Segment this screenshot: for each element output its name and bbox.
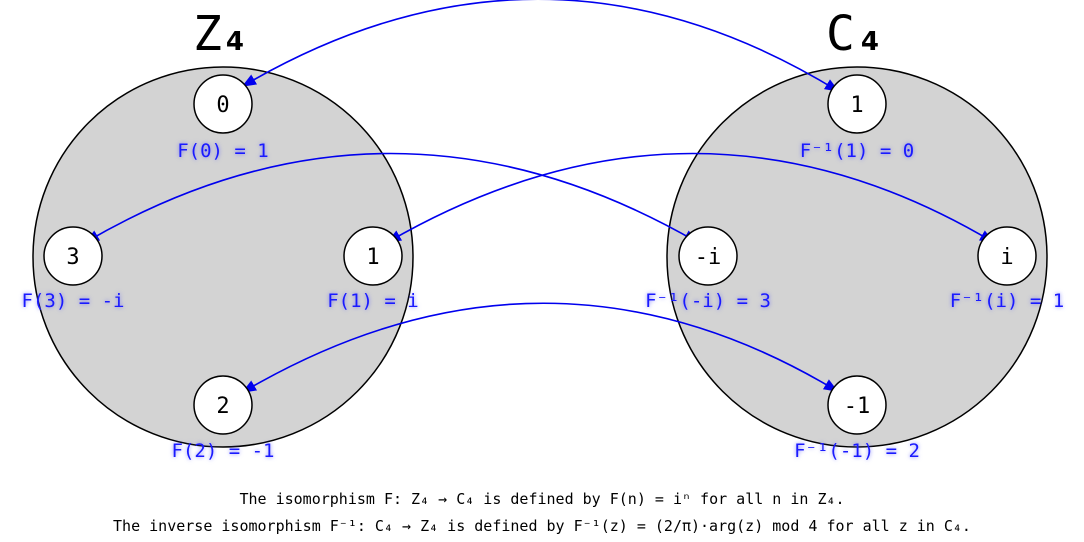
arrow-3-to-minus-i — [84, 152, 699, 243]
caption-line-2: The inverse isomorphism F⁻¹: C₄ → Z₄ is … — [113, 517, 971, 535]
label-f2: F(2) = -1 — [172, 440, 275, 462]
z4-element-3: 3 — [43, 226, 103, 286]
arrow-0-to-1 — [241, 0, 840, 92]
arrow-1-to-i — [386, 152, 995, 243]
svg-text:1: 1 — [850, 93, 863, 118]
label-finv-i: F⁻¹(i) = 1 — [950, 290, 1064, 312]
label-finv-minus-i: F⁻¹(-i) = 3 — [645, 290, 771, 312]
z4-element-2: 2 — [193, 375, 253, 435]
label-finv-minus-1: F⁻¹(-1) = 2 — [794, 440, 920, 462]
svg-text:i: i — [1000, 245, 1013, 270]
c4-element-i: i — [977, 226, 1037, 286]
svg-text:-i: -i — [695, 245, 722, 270]
label-f3: F(3) = -i — [22, 290, 125, 312]
z4-element-1: 1 — [343, 226, 403, 286]
label-f1: F(1) = i — [327, 290, 419, 312]
z4-element-0: 0 — [193, 74, 253, 134]
c4-element-1: 1 — [827, 74, 887, 134]
z4-set-circle — [32, 66, 414, 448]
svg-text:-1: -1 — [844, 394, 871, 419]
svg-text:3: 3 — [66, 245, 79, 270]
svg-text:2: 2 — [216, 394, 229, 419]
c4-element-minus-i: -i — [678, 226, 738, 286]
arrow-2-to-minus-1 — [241, 302, 839, 393]
svg-text:0: 0 — [216, 93, 229, 118]
c4-element-minus-1: -1 — [827, 375, 887, 435]
svg-text:1: 1 — [366, 245, 379, 270]
label-finv-1: F⁻¹(1) = 0 — [800, 140, 914, 162]
caption-line-1: The isomorphism F: Z₄ → C₄ is defined by… — [239, 490, 845, 508]
label-f0: F(0) = 1 — [177, 140, 269, 162]
